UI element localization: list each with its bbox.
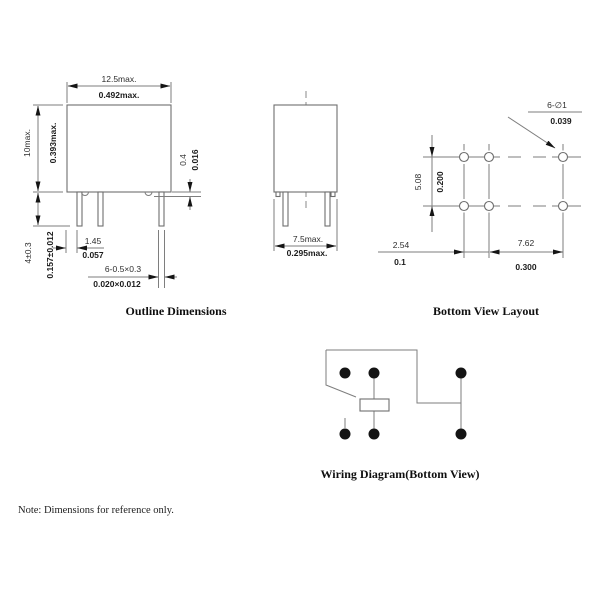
- dim-depth-mm: 7.5max.: [293, 234, 323, 244]
- standoff-bump: [330, 191, 336, 198]
- pin: [282, 191, 289, 227]
- pin-hole: [557, 200, 569, 212]
- bottom-view-layout: 6-∅1 0.039 5.08 0.200 2.54 0.1 7.62 0.30…: [378, 100, 582, 272]
- dim-pitch-large-mm: 7.62: [518, 238, 535, 248]
- dimension-height: 10max. 0.393max.: [22, 104, 63, 193]
- standoff-bump: [144, 191, 153, 196]
- terminal-dot: [455, 367, 467, 379]
- switch-arm-wire: [325, 350, 357, 398]
- wiring-title: Wiring Diagram(Bottom View): [320, 467, 479, 481]
- dimension-pin-section: 6-0.5×0.3 0.020×0.012: [88, 230, 177, 289]
- dim-pin-offset-mm: 1.45: [85, 236, 102, 246]
- pin-hole: [458, 151, 470, 163]
- dim-pin-section-in: 0.020×0.012: [93, 279, 141, 289]
- pin: [324, 191, 331, 227]
- hole-callout-mm: 6-∅1: [547, 100, 567, 110]
- dim-pitch-small-mm: 2.54: [393, 240, 410, 250]
- pin-hole: [483, 151, 495, 163]
- pin: [76, 191, 83, 227]
- coil-symbol: [359, 398, 390, 412]
- dimension-pitch-small: 2.54 0.1: [378, 240, 489, 267]
- wire: [326, 349, 461, 404]
- dim-row-pitch-mm: 5.08: [413, 173, 423, 190]
- terminal-dot: [339, 428, 351, 440]
- dimension-pin-offset: 1.45 0.057: [53, 230, 104, 260]
- dim-width-mm: 12.5max.: [102, 74, 137, 84]
- pin-hole: [458, 200, 470, 212]
- hole-callout-in: 0.039: [550, 116, 572, 126]
- dim-width-in: 0.492max.: [99, 90, 140, 100]
- terminal-dot: [339, 367, 351, 379]
- bottom-view-title: Bottom View Layout: [433, 304, 539, 318]
- dim-pin-length-in: 0.157±0.012: [45, 231, 55, 278]
- terminal-dot: [368, 367, 380, 379]
- dim-standoff-in: 0.016: [190, 149, 200, 171]
- dim-standoff-mm: 0.4: [178, 154, 188, 166]
- dim-depth-in: 0.295max.: [287, 248, 328, 258]
- pin: [158, 191, 165, 227]
- dimension-width: 12.5max. 0.492max.: [66, 74, 172, 103]
- dim-pin-offset-in: 0.057: [82, 250, 104, 260]
- terminal-dot: [455, 428, 467, 440]
- dim-pin-length-mm: 4±0.3: [23, 242, 33, 263]
- dimension-pin-length: 4±0.3 0.157±0.012: [23, 192, 70, 279]
- relay-body-side: [273, 104, 338, 193]
- dimension-row-pitch: 5.08 0.200: [413, 135, 445, 232]
- outline-side-view: 7.5max. 0.295max.: [273, 91, 338, 258]
- pin: [97, 191, 104, 227]
- dimension-depth: 7.5max. 0.295max.: [273, 199, 338, 258]
- standoff-bump: [81, 191, 89, 196]
- leader-line: [507, 116, 556, 149]
- outline-front-view: 12.5max. 0.492max. 10max. 0.393max. 4±0.…: [22, 74, 201, 289]
- dim-pitch-small-in: 0.1: [394, 257, 406, 267]
- pin-hole: [483, 200, 495, 212]
- dimension-pitch-large: 7.62 0.300: [489, 238, 563, 272]
- dim-height-mm: 10max.: [22, 129, 32, 157]
- outline-title: Outline Dimensions: [125, 304, 226, 318]
- pin-hole: [557, 151, 569, 163]
- hole-callout: 6-∅1 0.039: [507, 100, 582, 149]
- terminal-dot: [368, 428, 380, 440]
- dim-height-in: 0.393max.: [48, 123, 58, 164]
- dimension-standoff: 0.4 0.016: [154, 149, 201, 210]
- wiring-diagram: [325, 349, 467, 440]
- standoff-bump: [275, 191, 281, 198]
- reference-note: Note: Dimensions for reference only.: [18, 505, 174, 516]
- dim-pin-section-mm: 6-0.5×0.3: [105, 264, 141, 274]
- relay-body-front: [66, 104, 172, 193]
- dim-row-pitch-in: 0.200: [435, 171, 445, 193]
- dim-pitch-large-in: 0.300: [515, 262, 537, 272]
